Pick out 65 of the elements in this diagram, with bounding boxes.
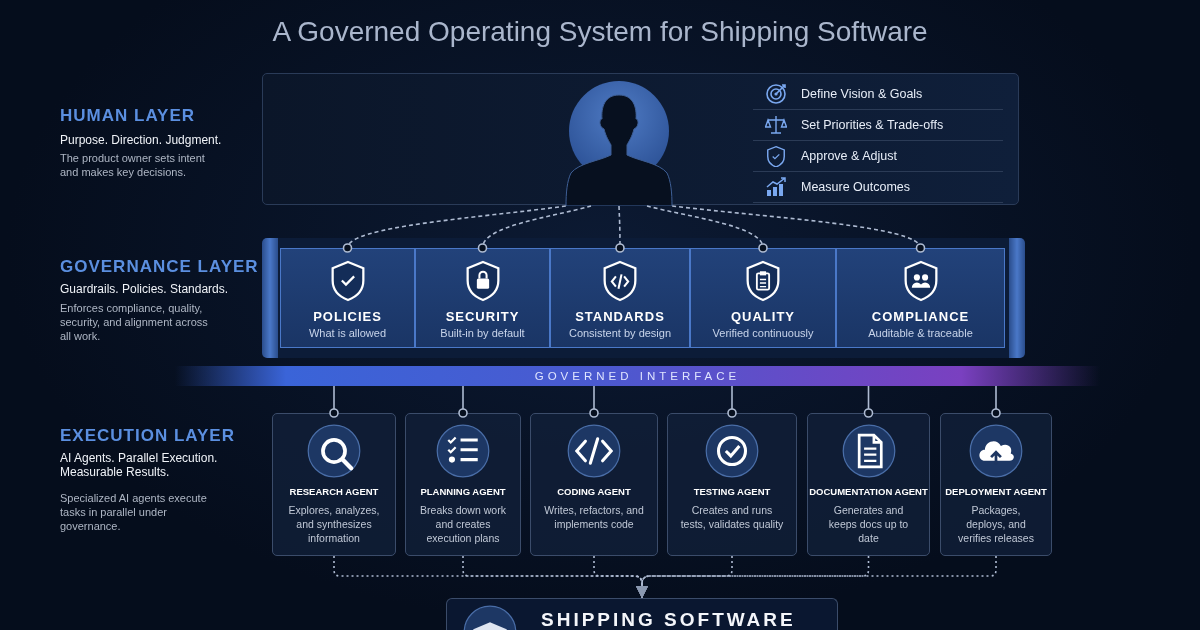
agent-title: CODING AGENT [557,486,631,497]
layer-tagline: Guardrails. Policies. Standards. [60,282,230,296]
connector [671,205,926,253]
connector [636,555,997,599]
agent-title: RESEARCH AGENT [289,486,379,497]
agent-title: DEPLOYMENT AGENT [945,486,1047,497]
card-title: STANDARDS [575,309,665,324]
connector [646,205,768,253]
action-text: Approve & Adjust [801,149,897,163]
governance-card [690,248,836,348]
governance-card [550,248,690,348]
card-title: COMPLIANCE [871,309,970,324]
layer-tagline: Purpose. Direction. Judgment. [60,133,223,147]
agent-card [940,413,1052,556]
card-title: POLICIES [313,309,382,324]
connector [458,385,468,418]
layer-heading: HUMAN LAYER [60,106,197,126]
layer-tagline: AI Agents. Parallel Execution. Measurable Results. [60,451,219,479]
connector [991,385,1001,418]
governance-card [280,248,415,348]
agent-description: Writes, refactors, and implements code [543,503,645,531]
layer-description: The product owner sets intent and makes key decisions. [60,151,206,179]
subtitle-heading: A Governed Operating System for Shipping Software [271,16,929,48]
connector [477,205,592,253]
connector [589,385,599,418]
agent-card [807,413,930,556]
card-title: SECURITY [445,309,520,324]
governance-banner [262,238,1025,358]
action-text: Measure Outcomes [801,180,911,194]
card-title: QUALITY [730,309,796,324]
agent-title: DOCUMENTATION AGENT [809,486,928,497]
connector [342,205,567,253]
card-subtitle: Built-in by default [440,327,525,339]
action-text: Set Priorities & Trade-offs [801,118,944,132]
card-subtitle: Verified continuously [712,327,814,339]
card-subtitle: Auditable & traceable [868,327,973,339]
connector [727,385,737,418]
band-label: GOVERNED INTERFACE [534,370,741,382]
interface-band [175,366,1100,386]
agent-card [405,413,521,556]
agent-description: Packages, deploys, and verifies releases [957,503,1035,545]
agent-card [667,413,797,556]
agent-description: Explores, analyzes, and synthesizes information [287,503,381,545]
agent-card [272,413,396,556]
human-layer-panel [262,73,1019,205]
card-subtitle: What is allowed [308,327,386,339]
agent-description: Generates and keeps docs up to date [827,503,910,545]
layer-heading: GOVERNANCE LAYER [60,257,260,277]
layer-description: Enforces compliance, quality, security, and alignment across all work. [60,301,209,343]
governance-card [836,248,1005,348]
governance-card [415,248,550,348]
agent-description: Breaks down work and creates execution plans [419,503,507,545]
connector [615,205,625,253]
action-text: Define Vision & Goals [801,87,923,101]
connector [329,385,339,418]
layer-description: Specialized AI agents execute tasks in parallel under governance. [60,491,208,533]
connector [863,385,874,418]
card-subtitle: Consistent by design [568,327,672,339]
output-title: SHIPPING SOFTWARE [541,609,796,630]
agent-title: PLANNING AGENT [420,486,506,497]
layer-heading: EXECUTION LAYER [60,426,236,446]
agent-card [530,413,658,556]
agent-description: Creates and runs tests, validates quality [679,503,785,531]
output-card [446,598,838,630]
agent-title: TESTING AGENT [693,486,771,497]
